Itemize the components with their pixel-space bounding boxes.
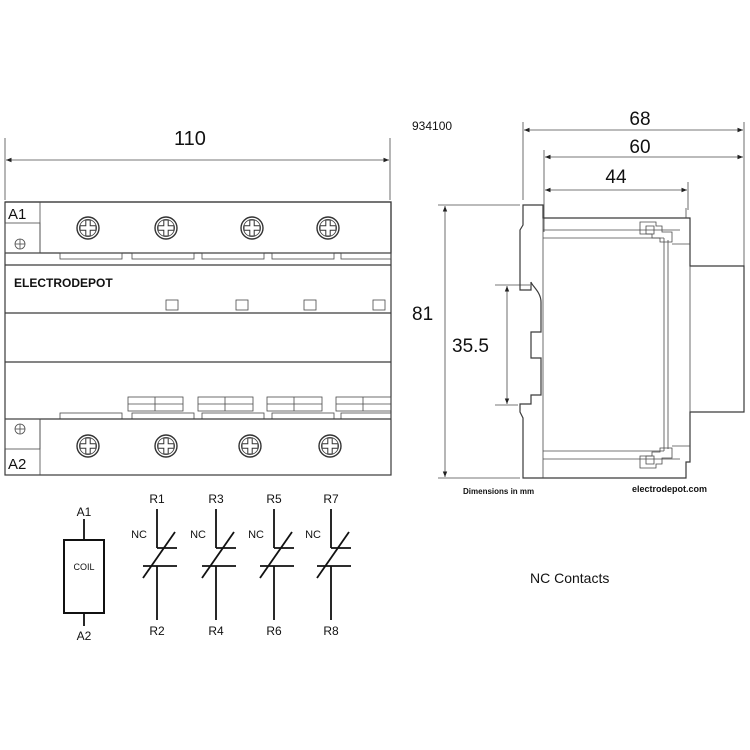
dim-44-label: 44: [605, 167, 627, 188]
front-width-dimension: 110: [4, 128, 391, 200]
schematic: A1 COIL A2 R1 NC R2 R3 NC R4: [63, 492, 609, 643]
coil-bottom-label: A2: [77, 629, 92, 643]
contact-type-label: NC: [248, 529, 264, 541]
terminal-screw-icon: [318, 434, 342, 458]
front-width-label: 110: [174, 128, 206, 150]
nc-contacts-caption: NC Contacts: [530, 570, 609, 586]
module-body: [4, 201, 392, 476]
contact-top-label: R5: [266, 492, 282, 506]
brand-label: ELECTRODEPOT: [14, 276, 113, 290]
side-horizontal-dimensions: 68 60 44: [522, 109, 745, 280]
terminal-screw-icon: [76, 434, 100, 458]
contact-top-label: R3: [208, 492, 224, 506]
contact-top-label: R1: [149, 492, 165, 506]
dim-81-label: 81: [412, 304, 433, 325]
terminal-screw-icon: [316, 216, 340, 240]
contact-bottom-label: R4: [208, 624, 224, 638]
dim-60-label: 60: [629, 137, 650, 158]
front-view: 110 A1 ELECTRODEPOT: [4, 128, 392, 476]
nc-contact-4: R7 NC R8: [305, 492, 351, 638]
contact-type-label: NC: [190, 529, 206, 541]
contact-type-label: NC: [305, 529, 321, 541]
nc-contact-3: R5 NC R6: [248, 492, 294, 638]
terminal-screw-icon: [154, 434, 178, 458]
top-terminal-label: A1: [8, 206, 26, 223]
website-label: electrodepot.com: [632, 484, 707, 494]
coil-symbol: A1 COIL A2: [63, 505, 105, 643]
coil-top-label: A1: [77, 505, 92, 519]
units-note: Dimensions in mm: [463, 487, 534, 496]
terminal-screw-icon: [238, 434, 262, 458]
rail-dimension: 35.5: [452, 284, 530, 406]
part-number: 934100: [412, 119, 452, 133]
dim-68-label: 68: [629, 109, 650, 130]
ground-symbol-bottom: [14, 423, 26, 435]
contact-bottom-label: R6: [266, 624, 282, 638]
bottom-slots: [59, 396, 392, 420]
nc-contact-2: R3 NC R4: [190, 492, 236, 638]
coil-label: COIL: [73, 562, 94, 572]
terminal-screw-icon: [240, 216, 264, 240]
bottom-terminal-label: A2: [8, 456, 26, 473]
terminal-screw-icon: [76, 216, 100, 240]
contact-top-label: R7: [323, 492, 339, 506]
ground-symbol-top: [14, 238, 26, 250]
terminal-screw-icon: [154, 216, 178, 240]
contact-bottom-label: R8: [323, 624, 339, 638]
dim-35-5-label: 35.5: [452, 336, 489, 357]
contact-bottom-label: R2: [149, 624, 165, 638]
nc-contact-1: R1 NC R2: [131, 492, 177, 638]
height-dimension: 81: [412, 204, 520, 479]
contact-type-label: NC: [131, 529, 147, 541]
indicator-windows: [165, 299, 386, 311]
side-profile: [519, 204, 745, 479]
side-view: 934100 68 60 44 81 35.5: [412, 109, 745, 496]
